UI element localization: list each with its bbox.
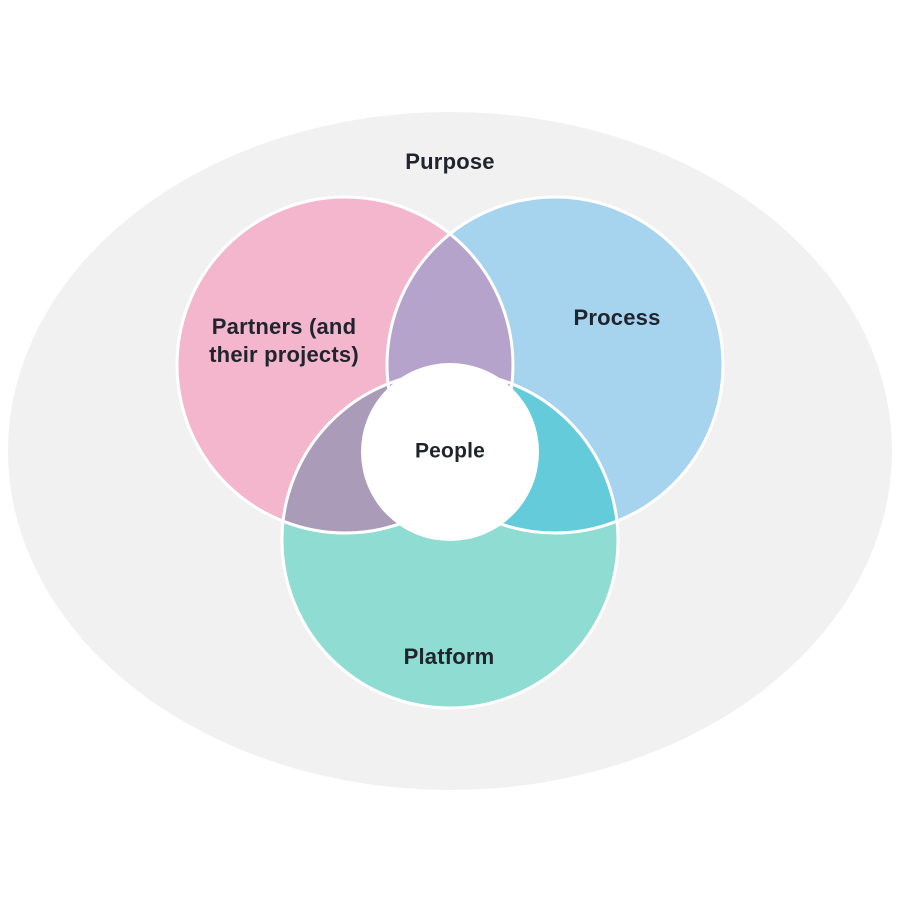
partners-circle-outline: [175, 195, 515, 535]
people-circle: [361, 363, 539, 541]
people-label: People: [414, 439, 486, 463]
purpose-label: Purpose: [405, 148, 495, 174]
platform-label: Platform: [403, 643, 495, 669]
partners-label: Partners (and their projects): [209, 313, 359, 369]
partners-label-line1: Partners (and: [211, 313, 357, 339]
partners-label-line2: their projects): [209, 342, 359, 367]
process-label: Process: [573, 304, 661, 330]
process-circle-outline: [385, 195, 725, 535]
